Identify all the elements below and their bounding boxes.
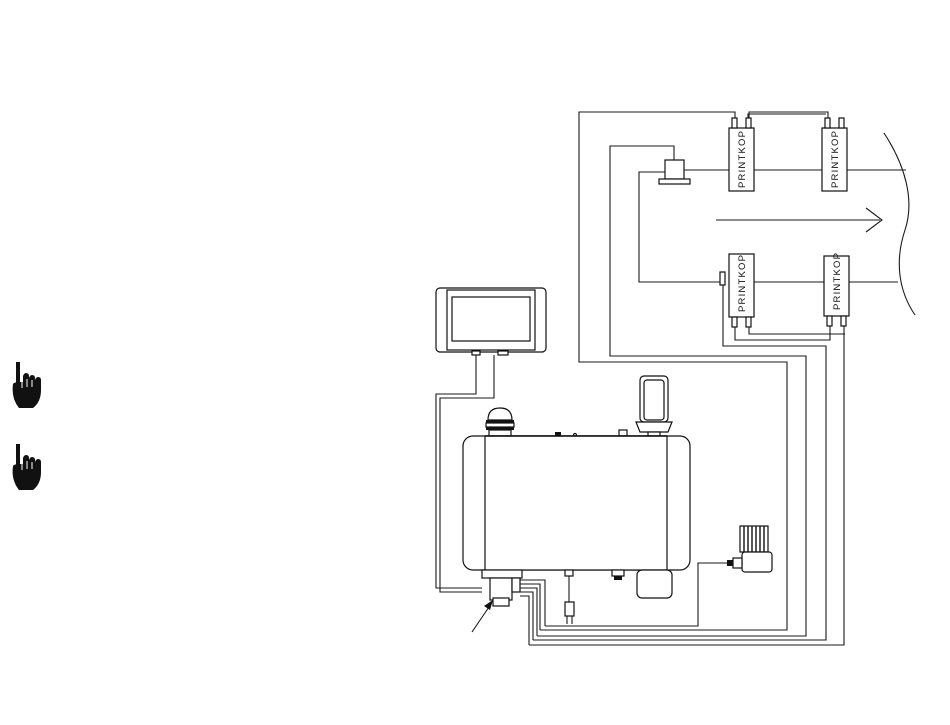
connector-pointer-arrow xyxy=(472,600,493,632)
transport-direction-arrow xyxy=(716,208,882,232)
printhead-top-right: PRINTKOP xyxy=(822,118,847,191)
printhead-label: PRINTKOP xyxy=(737,130,748,188)
printhead-label: PRINTKOP xyxy=(832,252,843,310)
printhead-label: PRINTKOP xyxy=(830,130,841,188)
cable-bundle xyxy=(520,580,545,645)
printer-controller-unit xyxy=(463,376,690,624)
printhead-top-left: PRINTKOP xyxy=(729,118,754,191)
pointing-hand-icon xyxy=(13,362,41,408)
printhead-bottom-left: PRINTKOP xyxy=(720,254,754,327)
printhead-bottom-right: PRINTKOP xyxy=(824,252,849,326)
printhead-label: PRINTKOP xyxy=(737,254,748,312)
pointing-hand-icon xyxy=(13,444,41,490)
